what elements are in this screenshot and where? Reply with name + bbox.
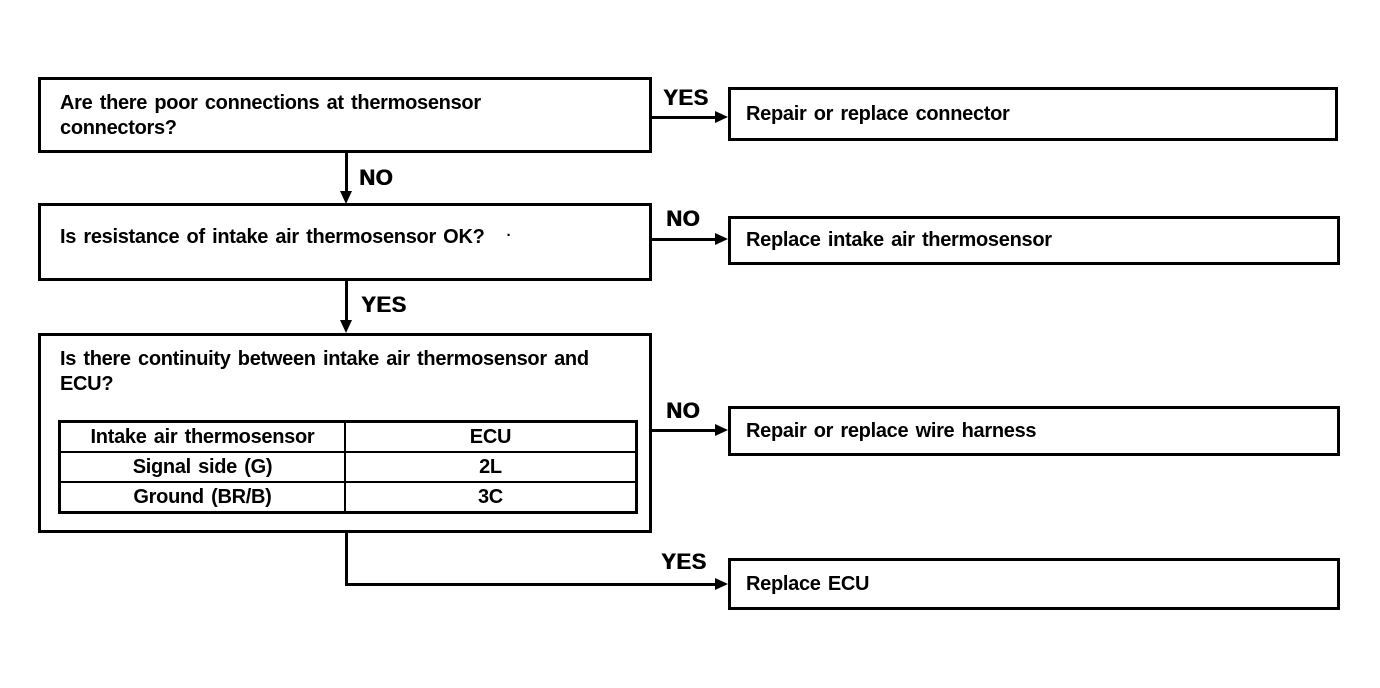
table-row: Ground (BR/B) 3C xyxy=(58,481,638,514)
pin-connection-table: Intake air thermosensor ECU Signal side … xyxy=(58,420,638,514)
action-text: Repair or replace connector xyxy=(746,102,1010,125)
edge-label-yes: YES xyxy=(361,292,407,317)
connector-line xyxy=(345,153,348,193)
edge-label-no: NO xyxy=(666,206,700,231)
edge-label-no: NO xyxy=(359,165,393,190)
question-box-poor-connections: Are there poor connections at thermosens… xyxy=(38,77,652,153)
edge-label-yes: YES xyxy=(663,85,709,110)
question-text: Are there poor connections at thermosens… xyxy=(60,92,481,139)
action-box-replace-ecu: Replace ECU xyxy=(728,558,1340,610)
arrowhead-right-icon xyxy=(715,578,728,590)
question-text: Is resistance of intake air thermosensor… xyxy=(41,206,649,250)
arrowhead-right-icon xyxy=(715,111,728,123)
question-text-main: Is resistance of intake air thermosensor… xyxy=(60,226,485,248)
action-text: Repair or replace wire harness xyxy=(746,419,1037,442)
action-box-repair-connector: Repair or replace connector xyxy=(728,87,1338,141)
action-box-repair-harness: Repair or replace wire harness xyxy=(728,406,1340,456)
footnote-dot: · xyxy=(506,227,512,244)
edge-label-yes: YES xyxy=(661,549,707,574)
arrowhead-right-icon xyxy=(715,233,728,245)
connector-line xyxy=(650,116,718,119)
table-cell: 3C xyxy=(343,481,638,514)
table-row: Signal side (G) 2L xyxy=(58,451,638,483)
action-text: Replace intake air thermosensor xyxy=(746,229,1052,251)
question-text: Is there continuity between intake air t… xyxy=(60,348,589,395)
action-box-replace-thermosensor: Replace intake air thermosensor xyxy=(728,216,1340,265)
question-box-continuity: Is there continuity between intake air t… xyxy=(38,333,652,533)
connector-line xyxy=(345,533,348,586)
table-cell: Ground (BR/B) xyxy=(58,481,346,514)
connector-line xyxy=(650,238,718,241)
table-header-row: Intake air thermosensor ECU xyxy=(58,420,638,453)
arrowhead-down-icon xyxy=(340,320,352,333)
edge-label-no: NO xyxy=(666,398,700,423)
question-box-thermosensor-resistance: Is resistance of intake air thermosensor… xyxy=(38,203,652,281)
arrowhead-right-icon xyxy=(715,424,728,436)
table-header-cell: ECU xyxy=(343,420,638,453)
connector-line xyxy=(650,429,718,432)
connector-line xyxy=(345,583,718,586)
table-cell: 2L xyxy=(343,451,638,483)
action-text: Replace ECU xyxy=(746,572,870,595)
arrowhead-down-icon xyxy=(340,191,352,204)
connector-line xyxy=(345,281,348,321)
table-header-cell: Intake air thermosensor xyxy=(58,420,346,453)
table-cell: Signal side (G) xyxy=(58,451,346,483)
